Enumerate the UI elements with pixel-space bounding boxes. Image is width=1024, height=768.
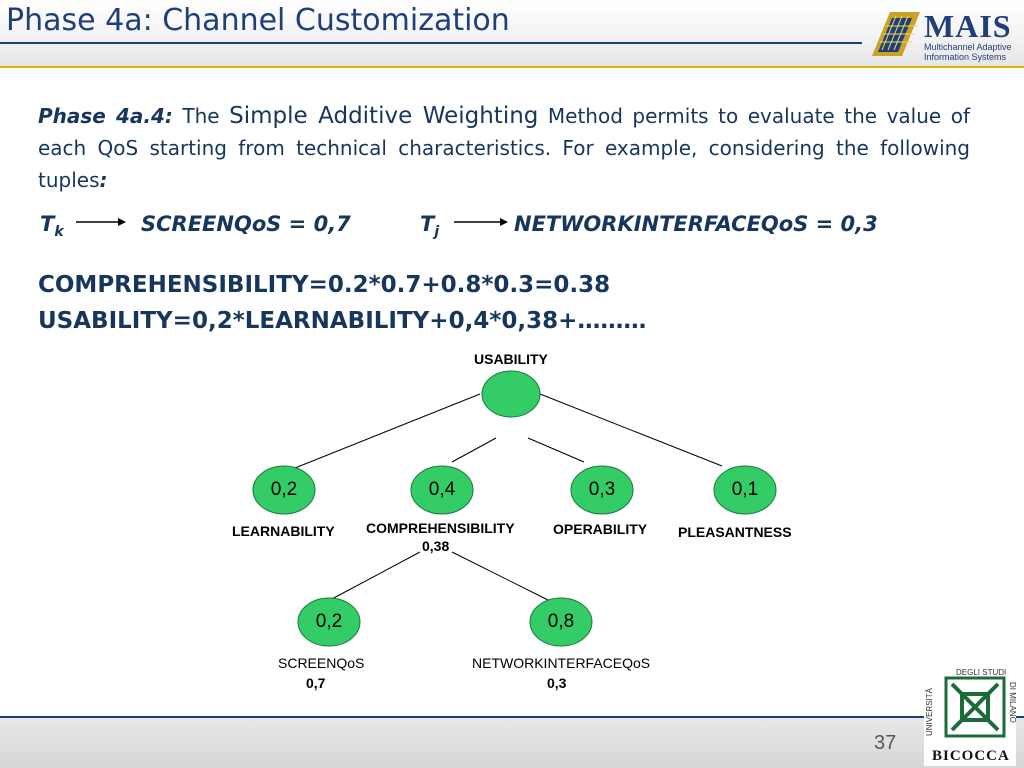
paragraph-colon: :	[99, 168, 108, 192]
label-operability: OPERABILITY	[553, 521, 648, 537]
label-pleasantness: PLEASANTNESS	[678, 524, 792, 540]
tuple-k-text: SCREENQoS = 0,7	[141, 212, 351, 236]
usability-formula: USABILITY=0,2*LEARNABILITY+0,4*0,38+………	[38, 308, 647, 334]
text-the: The	[172, 104, 230, 128]
footer-divider	[0, 716, 1024, 718]
node-usability	[481, 370, 541, 418]
node-screenqos	[297, 597, 361, 647]
mais-logo-subtitle-2: Information Systems	[924, 52, 1007, 62]
mais-logo-subtitle-1: Multichannel Adaptive	[924, 42, 1012, 52]
node-pleasantness	[713, 465, 777, 515]
svg-text:DEGLI STUDI: DEGLI STUDI	[956, 668, 1006, 677]
label-comprehensibility: COMPREHENSIBILITY	[366, 520, 515, 536]
node-value-pleasantness: 0,1	[731, 479, 759, 500]
paragraph-rest: Method permits to evaluate the value of …	[38, 104, 970, 192]
svg-text:BICOCCA: BICOCCA	[932, 748, 1010, 764]
university-logo: UNIVERSITÀ DEGLI STUDI DI MILANO BICOCCA	[924, 666, 1016, 766]
node-operability	[570, 465, 634, 515]
edge-comprehensibility-networkqos	[451, 551, 549, 601]
title-underline	[0, 42, 862, 44]
node-learnability	[252, 465, 316, 515]
phase-label: Phase 4a.4:	[38, 104, 173, 128]
arrow-icon	[454, 218, 508, 226]
node-value-operability: 0,3	[588, 479, 616, 500]
footer-bar	[0, 716, 1024, 768]
node-value-learnability: 0,2	[270, 479, 298, 500]
edge-comprehensibility-screenqos	[329, 551, 421, 601]
header-divider	[0, 66, 1024, 68]
sublabel-screenqos: 0,7	[306, 675, 326, 691]
label-networkqos: NETWORKINTERFACEQoS	[472, 655, 651, 671]
mais-logo-emblem	[872, 12, 920, 56]
slide-title: Phase 4a: Channel Customization	[6, 3, 510, 38]
node-value-screenqos: 0,2	[315, 611, 343, 632]
node-comprehensibility	[410, 465, 474, 515]
sublabel-networkqos: 0,3	[547, 675, 567, 691]
intro-paragraph: Phase 4a.4: The Simple Additive Weightin…	[38, 100, 970, 196]
tuple-j-text: NETWORKINTERFACEQoS = 0,3	[514, 212, 878, 236]
svg-text:UNIVERSITÀ: UNIVERSITÀ	[925, 687, 934, 736]
comprehensibility-formula: COMPREHENSIBILITY=0.2*0.7+0.8*0.3=0.38	[38, 272, 611, 298]
sublabel-comprehensibility: 0,38	[422, 538, 450, 554]
node-networkqos	[529, 597, 593, 647]
edge-usability-learnability	[274, 393, 481, 477]
node-value-networkqos: 0,8	[547, 611, 575, 632]
edge-usability-pleasantness	[539, 393, 723, 467]
label-screenqos: SCREENQoS	[278, 655, 365, 671]
title-bar	[0, 0, 1024, 66]
tuple-k-var: Tk	[40, 212, 64, 241]
page-number: 37	[874, 732, 897, 754]
mais-logo-name: MAIS	[924, 8, 1012, 44]
arrow-icon	[76, 218, 126, 226]
edge-usability-operability	[527, 437, 585, 463]
node-value-comprehensibility: 0,4	[428, 479, 456, 500]
label-learnability: LEARNABILITY	[232, 523, 335, 539]
edge-usability-comprehensibility	[451, 437, 497, 463]
tuple-j-var: Tj	[420, 212, 440, 241]
method-name: Simple Additive Weighting	[229, 103, 539, 129]
root-label: USABILITY	[474, 351, 548, 367]
svg-text:DI MILANO: DI MILANO	[1008, 682, 1016, 723]
mais-logo: MAIS Multichannel Adaptive Information S…	[868, 4, 1024, 62]
